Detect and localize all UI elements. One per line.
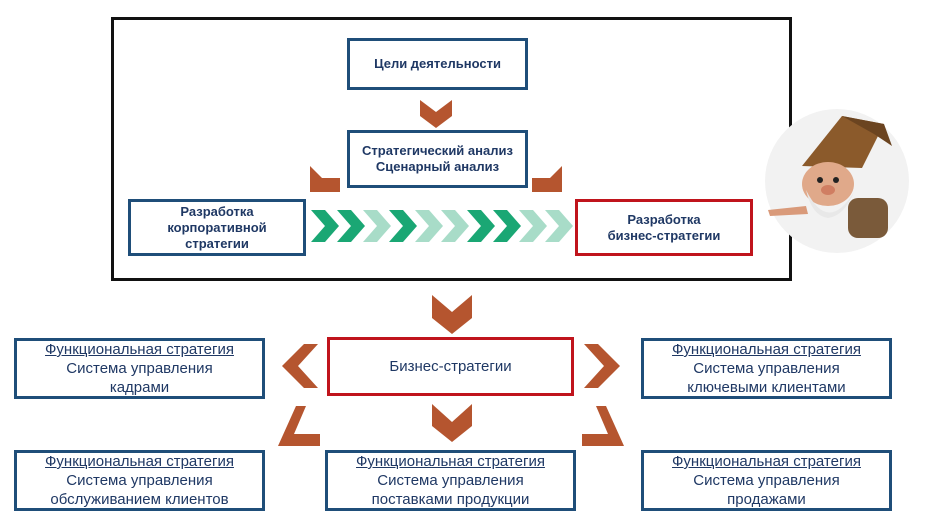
functional-line1: Система управления bbox=[66, 472, 213, 489]
goals-box: Цели деятельности bbox=[347, 38, 528, 90]
analysis-box: Стратегический анализ Сценарный анализ bbox=[347, 130, 528, 188]
gnome-mascot-icon bbox=[765, 109, 909, 253]
functional-box-sales: Функциональная стратегия Система управле… bbox=[641, 450, 892, 511]
functional-line2: ключевыми клиентами bbox=[687, 379, 846, 396]
analysis-line1: Стратегический анализ bbox=[362, 143, 513, 158]
chevron-icon bbox=[311, 210, 339, 242]
diagonal-arrow-icon bbox=[278, 406, 320, 446]
functional-box-customer-service: Функциональная стратегия Система управле… bbox=[14, 450, 265, 511]
down-arrow-icon bbox=[420, 100, 452, 128]
functional-title: Функциональная стратегия bbox=[45, 341, 234, 358]
functional-line2: обслуживанием клиентов bbox=[50, 491, 229, 508]
analysis-line2: Сценарный анализ bbox=[375, 159, 500, 174]
business-line2: бизнес-стратегии bbox=[607, 227, 721, 243]
chevron-icon bbox=[519, 210, 547, 242]
chevron-flow bbox=[311, 210, 573, 242]
functional-title: Функциональная стратегия bbox=[672, 453, 861, 470]
functional-line2: поставками продукции bbox=[371, 491, 530, 508]
corporate-line2: корпоративной bbox=[167, 219, 267, 235]
diagonal-arrow-icon bbox=[582, 406, 624, 446]
left-arrow-icon bbox=[282, 344, 318, 388]
chevron-icon bbox=[545, 210, 573, 242]
down-arrow-icon bbox=[432, 295, 472, 334]
functional-line1: Система управления bbox=[693, 472, 840, 489]
diagonal-arrow-icon bbox=[310, 166, 340, 192]
corporate-line3: стратегии bbox=[185, 235, 249, 251]
chevron-icon bbox=[389, 210, 417, 242]
chevron-icon bbox=[493, 210, 521, 242]
functional-title: Функциональная стратегия bbox=[45, 453, 234, 470]
chevron-icon bbox=[467, 210, 495, 242]
functional-line2: кадрами bbox=[109, 379, 170, 396]
functional-title: Функциональная стратегия bbox=[356, 453, 545, 470]
functional-box-hr: Функциональная стратегия Система управле… bbox=[14, 338, 265, 399]
corporate-strategy-box: Разработка корпоративной стратегии bbox=[128, 199, 306, 256]
functional-line1: Система управления bbox=[377, 472, 524, 489]
functional-title: Функциональная стратегия bbox=[672, 341, 861, 358]
diagonal-arrow-icon bbox=[532, 166, 562, 192]
goals-label: Цели деятельности bbox=[374, 56, 501, 71]
chevron-icon bbox=[415, 210, 443, 242]
right-arrow-icon bbox=[584, 344, 620, 388]
chevron-icon bbox=[363, 210, 391, 242]
business-strategies-label: Бизнес-стратегии bbox=[389, 358, 512, 375]
corporate-line1: Разработка bbox=[180, 203, 254, 219]
chevron-icon bbox=[441, 210, 469, 242]
functional-line2: продажами bbox=[727, 491, 806, 508]
business-strategies-box: Бизнес-стратегии bbox=[327, 337, 574, 396]
functional-line1: Система управления bbox=[66, 360, 213, 377]
business-line1: Разработка bbox=[627, 211, 701, 227]
business-strategy-dev-box: Разработка бизнес-стратегии bbox=[575, 199, 753, 256]
down-arrow-icon bbox=[432, 404, 472, 442]
functional-box-key-clients: Функциональная стратегия Система управле… bbox=[641, 338, 892, 399]
chevron-icon bbox=[337, 210, 365, 242]
functional-box-supply: Функциональная стратегия Система управле… bbox=[325, 450, 576, 511]
functional-line1: Система управления bbox=[693, 360, 840, 377]
